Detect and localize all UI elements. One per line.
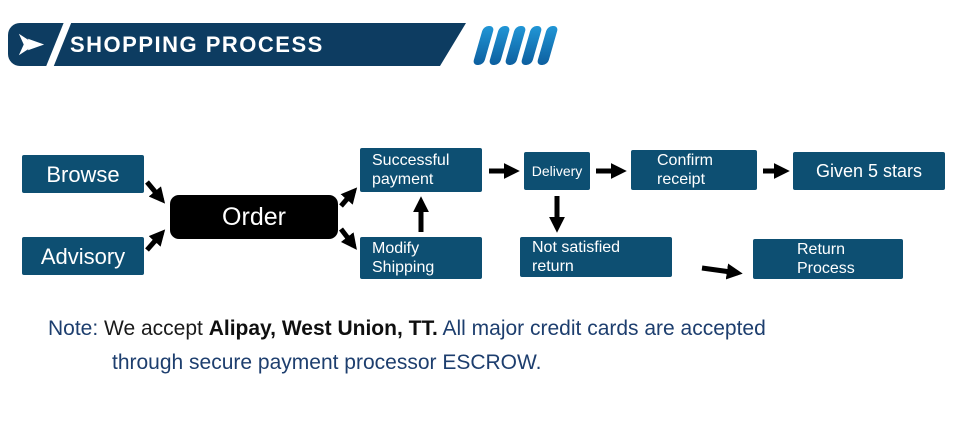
arrow-advisory-to-order	[145, 229, 166, 252]
successful-payment-line1: Successful	[372, 152, 450, 169]
flow-box-given-5-stars: Given 5 stars	[793, 152, 945, 190]
delivery-label: Delivery	[531, 162, 583, 179]
flow-box-delivery: Delivery	[524, 152, 590, 190]
flow-box-successful-payment: Successful payment	[360, 148, 482, 192]
flow-box-browse: Browse	[22, 155, 144, 193]
header-banner: SHOPPING PROCESS	[8, 23, 466, 66]
note-line-1: Note: We accept Alipay, West Union, TT. …	[48, 312, 918, 346]
arrow-browse-to-order	[145, 180, 166, 204]
not-satisfied-line1: Not satisfied	[532, 239, 621, 256]
return-process-line2: Process	[797, 260, 855, 277]
flow-box-not-satisfied-return: Not satisfied return	[520, 237, 672, 277]
modify-shipping-line1: Modify	[372, 240, 420, 257]
flow-box-confirm-receipt: Confirm receipt	[631, 150, 757, 190]
flow-box-return-process: Return Process	[753, 239, 903, 279]
not-satisfied-line2: return	[532, 258, 574, 275]
note-line-2: through secure payment processor ESCROW.	[112, 351, 542, 374]
arrow-order-to-modify-shipping	[339, 227, 357, 250]
banner-title: SHOPPING PROCESS	[70, 32, 324, 57]
confirm-receipt-line1: Confirm	[657, 152, 714, 169]
browse-label: Browse	[46, 161, 120, 187]
successful-payment-line2: payment	[372, 171, 434, 188]
order-label: Order	[222, 202, 286, 231]
note-credit-cards: All major credit cards are accepted	[442, 317, 766, 340]
arrow-not-satisfied-to-return-process	[701, 263, 743, 280]
given-5-stars-label: Given 5 stars	[815, 160, 923, 181]
note-we-accept: We accept	[104, 317, 203, 340]
return-process-line1: Return	[797, 241, 846, 258]
modify-shipping-line2: Shipping	[372, 259, 435, 276]
flow-box-order: Order	[170, 195, 338, 239]
note-text: Note: We accept Alipay, West Union, TT. …	[48, 312, 918, 380]
flow-box-advisory: Advisory	[22, 237, 144, 275]
note-payment-methods: Alipay, West Union, TT.	[208, 317, 438, 340]
note-label: Note:	[48, 317, 99, 340]
arrow-order-to-successful-payment	[339, 187, 358, 208]
logo-double-arrow-icon	[14, 27, 49, 62]
advisory-label: Advisory	[40, 243, 126, 269]
flow-box-modify-shipping: Modify Shipping	[360, 237, 482, 279]
confirm-receipt-line2: receipt	[657, 171, 706, 188]
